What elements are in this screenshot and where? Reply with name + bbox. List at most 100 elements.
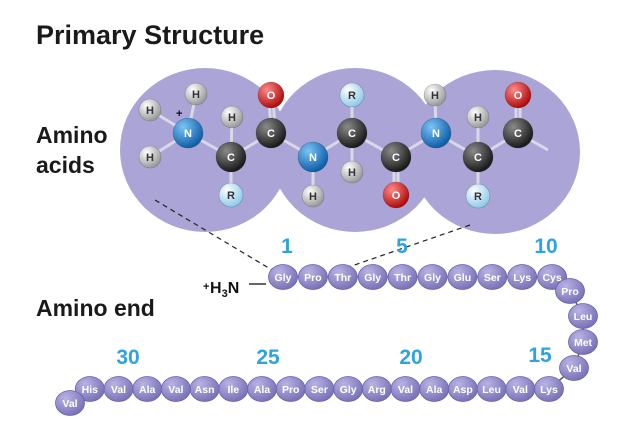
residue-label: Val (398, 384, 413, 396)
residue-label: Gly (275, 272, 292, 284)
residue-label: Val (62, 398, 77, 410)
atom-label: C (392, 152, 400, 164)
residue-label: Thr (394, 272, 411, 284)
residue-32: Val (55, 390, 85, 416)
residue-13: Met (568, 329, 598, 355)
residue-label: Asn (195, 384, 215, 396)
page-title: Primary Structure (36, 20, 265, 50)
residue-label: Pro (561, 286, 579, 298)
atom-label: H (146, 105, 154, 117)
residue-4: Gly (357, 264, 388, 290)
residue-23: Ser (304, 376, 335, 402)
amino-acids-label-line2: acids (36, 152, 95, 178)
residue-5: Thr (387, 264, 418, 290)
atom-label: H (309, 191, 317, 203)
atom-h: H (184, 82, 208, 106)
amino-acids-label: Amino acids (36, 120, 108, 180)
residue-label: Gly (364, 272, 381, 284)
atom-label: R (348, 90, 356, 102)
residue-label: Cys (542, 272, 561, 284)
residue-11: Pro (555, 278, 585, 304)
residue-25: Ala (247, 376, 277, 402)
atom-label: C (514, 128, 522, 140)
residue-27: Asn (189, 376, 220, 402)
residue-6: Gly (417, 264, 448, 290)
atom-c: C (462, 141, 494, 173)
residue-label: Pro (282, 384, 300, 396)
atom-c: C (255, 117, 287, 149)
residue-17: Leu (476, 376, 507, 402)
atom-h: H (138, 98, 162, 122)
atom-label: N (432, 128, 440, 140)
atom-label: H (146, 152, 154, 164)
amino-end-label: Amino end (36, 295, 155, 321)
atom-h: H (220, 105, 244, 129)
n-charge-sign: + (176, 108, 182, 120)
position-number: 30 (116, 346, 139, 369)
atom-label: H (192, 89, 200, 101)
residue-8: Ser (477, 264, 508, 290)
residue-label: Val (566, 363, 581, 375)
residue-label: Ala (254, 384, 271, 396)
residue-30: Val (103, 376, 134, 402)
residue-label: Met (574, 337, 593, 349)
atom-c: C (215, 141, 247, 173)
residue-label: Asp (453, 384, 473, 396)
residue-7: Glu (447, 264, 478, 290)
residue-15: Lys (534, 376, 564, 402)
atom-r: R (465, 183, 491, 209)
residue-3: Thr (327, 264, 358, 290)
atom-o: O (257, 81, 285, 109)
atom-c: C (502, 117, 534, 149)
position-number: 1 (281, 235, 293, 258)
atom-label: H (474, 112, 482, 124)
residue-26: Ile (218, 376, 249, 402)
position-number: 20 (399, 346, 422, 369)
residue-label: Glu (454, 272, 472, 284)
atom-r: R (218, 182, 244, 208)
atom-c: C (336, 117, 368, 149)
position-number: 15 (528, 344, 552, 367)
residue-label: Lys (513, 272, 531, 284)
amino-acids-label-line1: Amino (36, 122, 108, 148)
position-number: 5 (396, 235, 408, 258)
atom-h: H (466, 105, 490, 129)
atom-n: N (420, 117, 452, 149)
position-number: 25 (256, 346, 280, 369)
atom-label: N (309, 152, 317, 164)
atom-label: R (227, 190, 235, 202)
atom-h: H (138, 145, 162, 169)
residue-9: Lys (507, 264, 538, 290)
position-number: 10 (534, 235, 557, 258)
atom-r: R (339, 82, 365, 108)
atom-label: O (392, 190, 401, 202)
residue-12: Leu (568, 303, 598, 329)
residue-label: Leu (482, 384, 501, 396)
atom-o: O (382, 181, 410, 209)
residue-29: Ala (132, 376, 163, 402)
residue-label: Ala (139, 384, 156, 396)
n-terminus-subscript: 3 (222, 288, 228, 300)
atom-label: C (348, 128, 356, 140)
n-terminus-label: H3N (210, 280, 239, 300)
residue-label: Ser (484, 272, 501, 284)
residue-20: Val (390, 376, 421, 402)
residue-19: Ala (419, 376, 450, 402)
residue-14: Val (559, 355, 589, 381)
residue-label: Lys (540, 384, 558, 396)
atom-o: O (504, 81, 532, 109)
residue-1: Gly (268, 264, 298, 290)
residue-label: Val (111, 384, 126, 396)
atom-label: C (267, 128, 275, 140)
atom-h: H (340, 160, 364, 184)
atom-label: H (431, 90, 439, 102)
atom-n: N (297, 141, 329, 173)
residue-label: Ser (311, 384, 328, 396)
residue-31: His (74, 376, 105, 402)
atom-label: C (474, 152, 482, 164)
residue-label: Val (513, 384, 528, 396)
